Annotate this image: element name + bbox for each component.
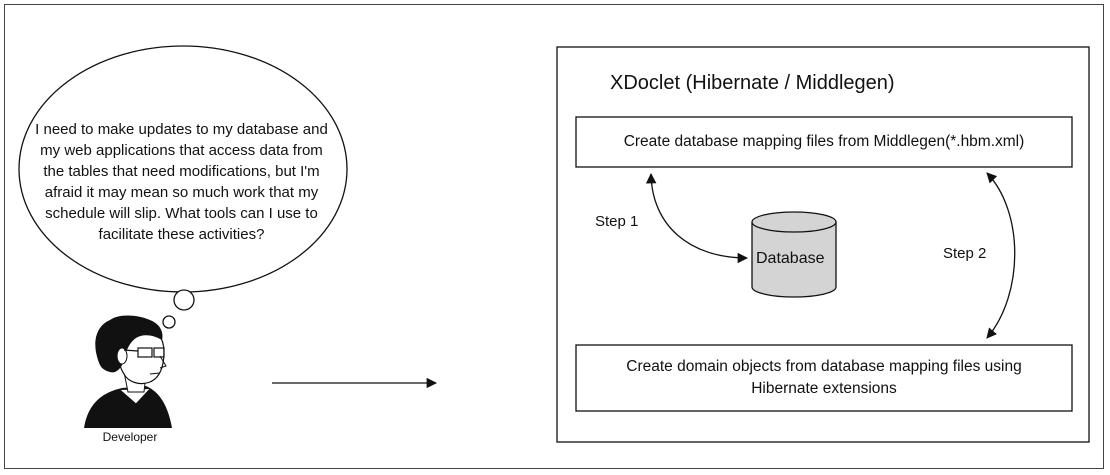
thought-dot-small [162,315,176,329]
mapping-files-box [575,116,1073,168]
mapping-files-text: Create database mapping files from Middl… [623,133,1025,150]
step2-label: Step 2 [943,245,987,262]
step1-label: Step 1 [595,213,639,230]
database-cylinder [751,211,837,298]
thought-dot-large [173,289,195,311]
developer-icon [84,315,172,428]
domain-objects-text: Create domain objects from database mapp… [626,358,1022,397]
diagram-frame [4,4,1104,469]
domain-objects-box [575,344,1073,412]
developer-label: Developer [102,430,158,444]
step1-arrow [645,172,749,264]
thought-text: I need to make updates to my database an… [35,121,328,243]
xdoclet-title: XDoclet (Hibernate / Middlegen) [610,72,895,94]
database-label: Database [756,250,825,267]
step2-arrow [986,172,1016,339]
